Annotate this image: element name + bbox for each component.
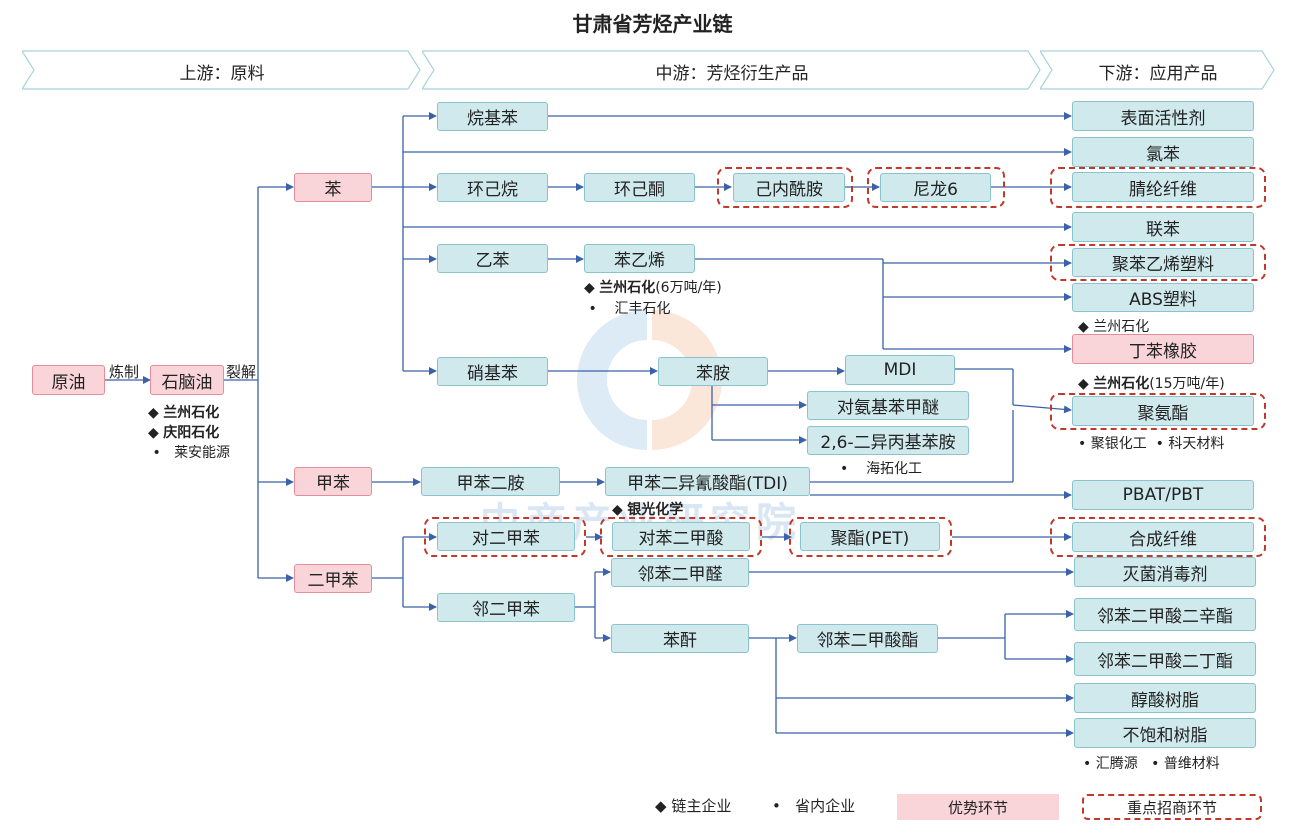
company-sbr-1: ◆ 兰州石化(15万吨/年) [1078, 376, 1225, 392]
key-frame-synfiber [1050, 517, 1266, 557]
company-pu: • 聚银化工 • 科天材料 [1078, 436, 1225, 452]
key-frame-pet [789, 517, 952, 557]
node-nitrobenzene: 硝基苯 [437, 357, 548, 386]
node-ox: 邻二甲苯 [437, 593, 575, 622]
node-synthetic-fiber: 合成纤维 [1072, 522, 1254, 552]
page-title: 甘肃省芳烃产业链 [572, 12, 733, 36]
node-disinfectant: 灭菌消毒剂 [1074, 557, 1256, 587]
key-frame-acrylic [1050, 167, 1266, 208]
edge-label-crack: 裂解 [226, 363, 257, 381]
node-pu: 聚氨酯 [1072, 396, 1254, 426]
node-dbp: 邻苯二甲酸二丁酯 [1074, 642, 1256, 676]
node-cyclohexane: 环己烷 [437, 173, 548, 202]
watermark-logo [577, 310, 722, 450]
node-ps-plastic: 聚苯乙烯塑料 [1072, 248, 1254, 277]
node-xylene: 二甲苯 [294, 564, 372, 593]
node-phthalate: 邻苯二甲酸酯 [797, 624, 938, 653]
stage-downstream-label: 下游：应用产品 [1098, 64, 1218, 84]
legend-advantage: 优势环节 [897, 794, 1059, 820]
node-phthalaldehyde: 邻苯二甲醛 [611, 558, 749, 587]
company-naphtha-2: ◆ 庆阳石化 [148, 425, 220, 441]
node-pet: 聚酯(PET) [800, 522, 940, 551]
node-cyclohexanone: 环己酮 [584, 173, 695, 202]
node-pta: 对苯二甲酸 [612, 522, 750, 551]
key-frame-caprolactam [717, 167, 853, 208]
node-surfactant: 表面活性剂 [1072, 101, 1254, 131]
node-phthalic-anhydride: 苯酐 [611, 624, 749, 653]
stage-upstream-label: 上游：原料 [179, 64, 265, 84]
stage-upstream: 上游：原料 [22, 50, 422, 90]
node-styrene: 苯乙烯 [584, 244, 695, 273]
company-naphtha-1: ◆ 兰州石化 [148, 405, 220, 421]
key-frame-pu [1050, 393, 1266, 430]
node-chlorobenzene: 氯苯 [1072, 137, 1254, 167]
node-aniline: 苯胺 [658, 357, 768, 386]
stage-midstream-label: 中游：芳烃衍生产品 [655, 64, 809, 84]
node-toluene: 甲苯 [294, 467, 372, 496]
node-mdi: MDI [845, 355, 955, 385]
node-biphenyl: 联苯 [1072, 212, 1254, 242]
company-naphtha-3: • 莱安能源 [148, 445, 231, 461]
node-acrylic-fiber: 腈纶纤维 [1072, 172, 1254, 202]
node-benzene: 苯 [294, 173, 372, 202]
node-pbat: PBAT/PBT [1072, 480, 1254, 510]
node-dop: 邻苯二甲酸二辛酯 [1074, 598, 1256, 631]
node-aminoanisole: 对氨基苯甲醚 [807, 391, 969, 420]
company-styrene-1: ◆ 兰州石化(6万吨/年) [584, 280, 722, 296]
stage-midstream: 中游：芳烃衍生产品 [422, 50, 1042, 90]
legend-key: 重点招商环节 [1082, 794, 1262, 820]
node-alkylbenzene: 烷基苯 [437, 102, 548, 131]
node-alkyd: 醇酸树脂 [1074, 683, 1256, 713]
key-frame-px [424, 517, 586, 557]
node-tdi: 甲苯二异氰酸酯(TDI) [605, 467, 810, 496]
company-abs-1: ◆ 兰州石化 [1078, 319, 1150, 335]
node-upr: 不饱和树脂 [1074, 718, 1256, 748]
company-upr: • 汇腾源 • 普维材料 [1083, 756, 1220, 772]
node-tda: 甲苯二胺 [421, 467, 560, 496]
key-frame-ps [1050, 244, 1266, 281]
company-tdi-1: ◆ 银光化学 [612, 502, 684, 518]
node-sbr: 丁苯橡胶 [1072, 334, 1254, 364]
node-ethylbenzene: 乙苯 [437, 244, 548, 273]
node-abs: ABS塑料 [1072, 283, 1254, 312]
node-px: 对二甲苯 [437, 522, 575, 551]
node-naphtha: 石脑油 [150, 365, 224, 395]
node-crude-oil: 原油 [32, 365, 105, 395]
node-caprolactam: 己内酰胺 [733, 173, 845, 202]
legend-leader: ◆ 链主企业 [655, 797, 732, 815]
legend-local: • 省内企业 [772, 797, 856, 815]
company-styrene-2: • 汇丰石化 [584, 301, 671, 317]
key-frame-pta [600, 517, 762, 557]
stage-downstream: 下游：应用产品 [1040, 50, 1276, 90]
node-dipa: 2,6-二异丙基苯胺 [807, 426, 969, 455]
node-nylon6: 尼龙6 [880, 173, 991, 202]
key-frame-nylon6 [867, 167, 1005, 208]
company-dipa-1: • 海拓化工 [840, 461, 923, 477]
edge-label-refine: 炼制 [109, 363, 140, 381]
